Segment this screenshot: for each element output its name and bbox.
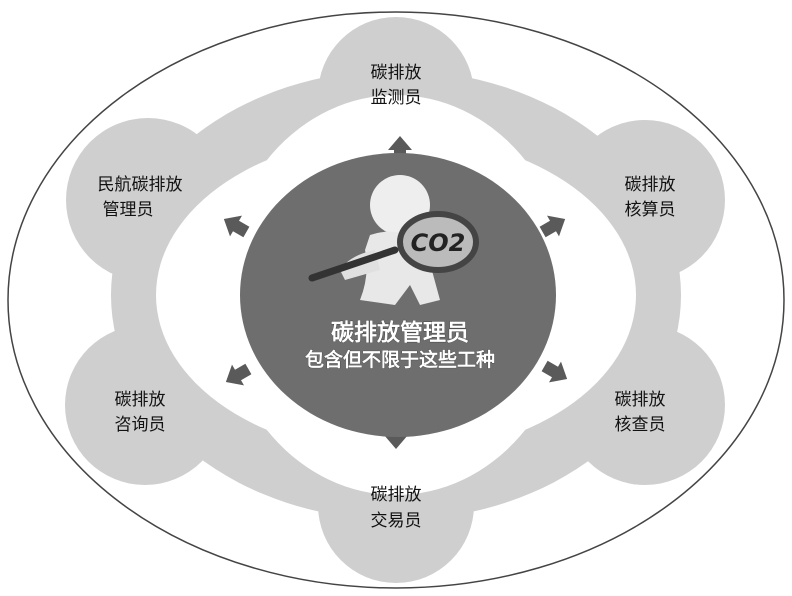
role-line1: 碳排放	[371, 485, 422, 505]
role-line1: 碳排放	[115, 390, 166, 410]
role-monitor: 碳排放 监测员	[371, 63, 422, 108]
role-aviation-manager: 民航碳排放 管理员	[98, 175, 183, 220]
magnifier-co2-label: CO2	[411, 229, 466, 257]
arrow-downright-icon	[541, 360, 568, 383]
role-line2: 核查员	[615, 415, 666, 435]
center-title: 碳排放管理员	[331, 319, 469, 346]
role-consultant: 碳排放 咨询员	[115, 390, 166, 435]
center-subtitle: 包含但不限于这些工种	[305, 348, 495, 371]
role-verifier: 碳排放 核查员	[615, 390, 666, 435]
role-line2: 管理员	[103, 200, 154, 220]
role-line2: 监测员	[371, 88, 422, 108]
arrow-upright-icon	[539, 215, 566, 238]
role-line1: 碳排放	[371, 63, 422, 83]
role-line1: 碳排放	[625, 175, 676, 195]
arrow-upleft-icon	[223, 215, 250, 238]
role-line2: 咨询员	[115, 415, 166, 435]
role-accountant: 碳排放 核算员	[625, 175, 676, 220]
role-line1: 民航碳排放	[98, 175, 183, 195]
role-trader: 碳排放 交易员	[371, 485, 422, 531]
role-line2: 交易员	[371, 511, 422, 531]
role-line2: 核算员	[625, 200, 676, 220]
role-line1: 碳排放	[615, 390, 666, 410]
arrow-downleft-icon	[225, 363, 252, 386]
figure-with-magnifier-icon: CO2	[308, 175, 479, 305]
